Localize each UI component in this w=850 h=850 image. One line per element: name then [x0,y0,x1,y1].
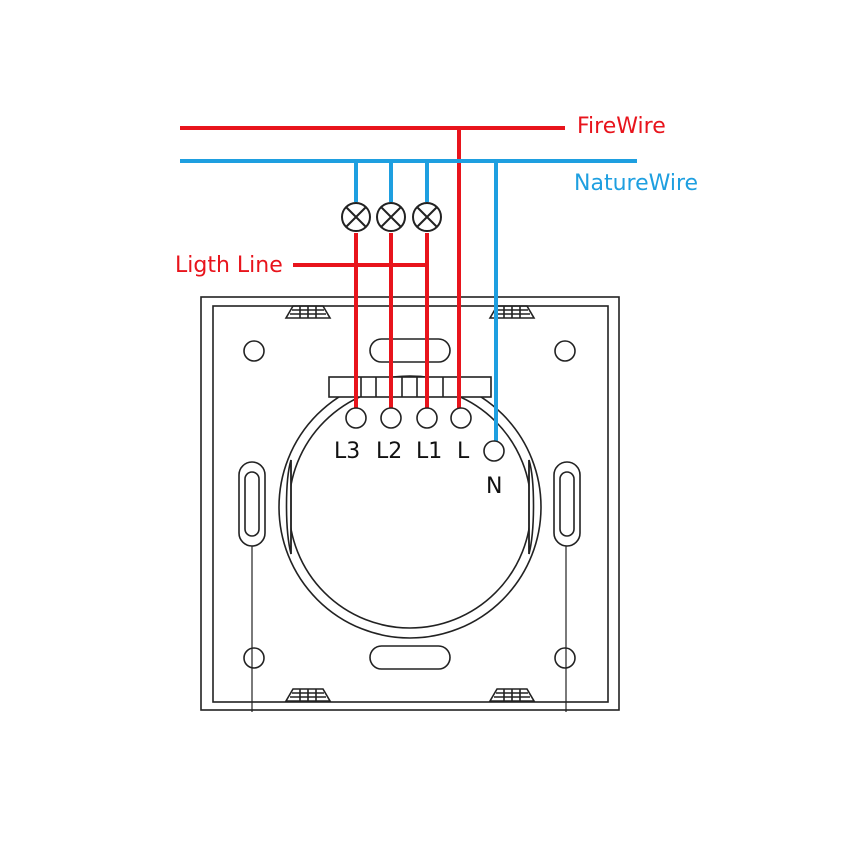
screw-hole-bottom-left [243,647,265,669]
terminal-label-l3: L3 [334,439,360,464]
side-slot-right [553,461,581,547]
terminal-block [328,376,492,398]
screw-hole-bottom-right [554,647,576,669]
terminal-l3 [345,407,367,429]
fire-wire-group [180,126,565,409]
top-left-clip [284,305,332,319]
screw-hole-top-left [243,340,265,362]
terminal-n [483,440,505,462]
switch-module [278,375,542,639]
switch-plate [200,296,620,712]
light-line-label: Ligth Line [175,253,283,278]
terminal-label-l: L [457,439,470,464]
terminal-screws [345,407,505,462]
terminal-l2 [380,407,402,429]
terminal-label-l2: L2 [376,439,402,464]
terminal-label-l1: L1 [416,439,442,464]
nature-wire-label: NatureWire [574,171,698,196]
lamp-icon [341,202,371,232]
side-slot-left [238,461,266,547]
screw-hole-top-right [554,340,576,362]
bottom-right-clip [488,688,536,702]
terminal-l [450,407,472,429]
fire-wire-label: FireWire [577,114,666,139]
mounting-slot-top [369,338,451,363]
terminal-label-n: N [486,474,502,499]
bottom-left-clip [284,688,332,702]
lamp-icon [376,202,406,232]
plate-outer-frame [200,296,620,711]
nature-wire-group [180,159,637,442]
terminal-l1 [416,407,438,429]
mounting-slot-bottom [369,645,451,670]
lamp-icon [412,202,442,232]
plate-inner-frame [212,305,609,703]
lamp-symbols [341,202,442,232]
